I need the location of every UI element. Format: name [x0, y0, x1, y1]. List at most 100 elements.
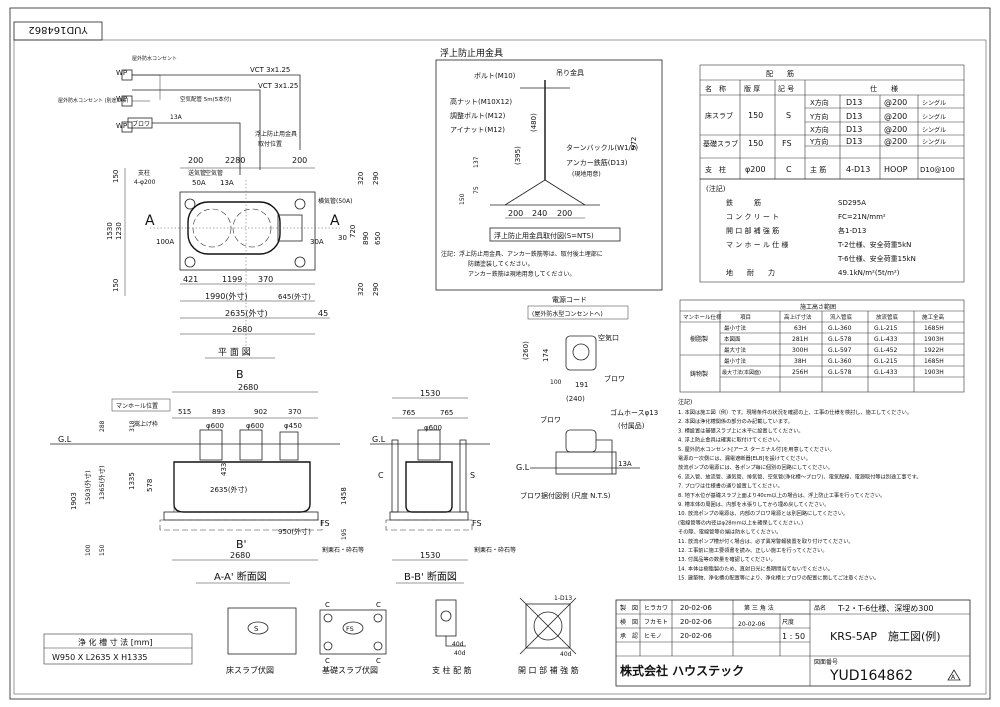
bb-pillar-r [459, 439, 467, 513]
dim-290b: 290 [372, 283, 380, 296]
pillar-bar: 4-D13 [846, 165, 870, 174]
dim-150: 150 [459, 193, 466, 205]
row0-dir2: Y方向 [809, 112, 828, 121]
bi-hose: ゴムホースφ13 [610, 408, 658, 417]
general-notes: 注記) 1. 本図は施工図（例）です。現場条件の状況を確認の上、工事の仕様を検討… [678, 398, 922, 582]
plan-manhole-2 [232, 208, 272, 248]
notes-title: 注記) [678, 398, 692, 406]
general-note-line: 8. 地下水位が基礎スラブ上面より40cm以上の場合は、浮上防止工事を行ってくだ… [678, 491, 885, 499]
dim-30a: 30 [338, 234, 347, 242]
fitting-pos-label: 取付位置 [258, 140, 282, 148]
aa-2680t: 2680 [238, 383, 258, 392]
aa-gravel [159, 519, 323, 531]
outlet-label: 屋外防水コンセント [132, 55, 177, 62]
tb-r2n: フカモト [644, 619, 668, 626]
aa-288: 288 [99, 420, 106, 432]
pipe-50a: 50A [192, 179, 206, 187]
ht-cell: 63H [794, 325, 806, 332]
air-pipe-line [152, 122, 241, 175]
ht-cell: 最大寸法(本図面) [722, 369, 761, 376]
opening-rebar [525, 603, 571, 649]
ht-cell: G.L-452 [874, 347, 898, 354]
rebar-h-name: 名 称 [705, 84, 726, 93]
bb-c: C [378, 471, 384, 480]
ht-cell: G.L-433 [874, 336, 898, 343]
air-port-label: 空気口 [598, 333, 619, 342]
row0-type2: シングル [922, 113, 946, 121]
pillar-thick: φ200 [745, 165, 766, 174]
bv-base-label: 基礎スラブ伏図 [322, 665, 378, 675]
bv-c1: C [325, 601, 330, 609]
row1-dir2: Y方向 [809, 137, 828, 146]
tb-model: KRS-5AP 施工図(例) [830, 629, 941, 643]
dim-1530: 1530 [106, 222, 114, 240]
section-a2-label: A [330, 213, 340, 229]
row1-type2: シングル [922, 138, 946, 146]
row1-type1: シングル [922, 126, 946, 134]
row0-pitch2: @200 [884, 112, 907, 121]
bv-40d-c: 40d [560, 651, 572, 658]
ht-cell: 最小寸法 [724, 324, 747, 332]
aa-100: 100 [85, 544, 92, 556]
dim-174: 174 [542, 348, 550, 362]
spec-title: (注記) [706, 184, 726, 193]
aa-515: 515 [178, 408, 191, 416]
dim-395: (395) [514, 146, 522, 165]
bv-c4: C [376, 657, 381, 665]
ht-cell: G.L-360 [828, 325, 852, 332]
tb-r1n: ヒラカワ [644, 605, 668, 612]
spec-r6v: 49.1kN/m²(5t/m²) [838, 269, 900, 277]
aa-433: 433 [220, 463, 228, 476]
spec-r3v: 各1-D13 [838, 226, 866, 235]
general-note-line: 14. 本体は樹脂製のため、直射日光に長期間当てないでください。 [678, 564, 833, 572]
ht-cell: G.L-578 [828, 336, 852, 343]
wp-2: WP [116, 95, 127, 103]
ht-cell: 本図面 [724, 335, 741, 343]
row0-name: 床スラブ [705, 111, 733, 120]
floor-slab-plan [227, 607, 297, 655]
hanger-label: 吊り金具 [556, 68, 584, 77]
outlet-30a: 30A [310, 238, 324, 246]
plan-slab [179, 191, 316, 271]
size-title: 浄 化 槽 寸 法 [mm] [78, 637, 153, 647]
ht-cell: G.L-215 [874, 325, 898, 332]
dim-650: 650 [374, 232, 382, 245]
row1-name: 基礎スラブ [703, 139, 738, 148]
outlet-to-label: (屋外防水型コンセントへ) [532, 310, 603, 318]
blower-label: ブロワ [132, 120, 150, 128]
ht-h1: 項目 [740, 314, 751, 321]
float-note-2: 防錆塗装してください。 [468, 260, 534, 268]
aa-mh1: φ600 [206, 422, 224, 430]
ht-cell: 1685H [924, 325, 944, 332]
vct-cable-1 [132, 74, 301, 150]
support-qty: 4-φ200 [134, 179, 156, 186]
outlet-blower-fan [572, 343, 590, 361]
row0-type1: シングル [922, 99, 946, 107]
plan-view: WP WP WP 屋外防水コンセント 屋外防水コンセント (別途工事) VCT … [58, 55, 382, 359]
pillar-1 [184, 198, 196, 210]
dim-75: 75 [473, 186, 480, 194]
general-note-line: 6. 流入管、放流管、通気管、排気管、空気管(浄化槽～ブロワ)、電気配線、電源取… [678, 472, 922, 480]
aa-mh3: φ450 [284, 422, 302, 430]
dim-890: 890 [362, 232, 370, 245]
rebar-h-spec: 仕 様 [870, 84, 898, 93]
ht-cell: G.L-578 [828, 369, 852, 376]
bb-765b: 765 [440, 409, 453, 417]
bb-fs: FS [472, 519, 482, 528]
float-note-1: 注記：浮上防止用金具、アンカー鉄筋等は、取付後土埋部に [441, 250, 603, 258]
bi-13a: 13A [618, 460, 632, 468]
float-caption: 浮上防止用金具取付図(S=NTS) [494, 231, 594, 240]
float-caption-box [489, 227, 621, 242]
spec-r1k: 鉄 筋 [726, 198, 761, 207]
bi-attached: (付属品) [618, 421, 645, 430]
float-detail-frame [435, 59, 663, 291]
dim-645: 645(外寸) [278, 292, 311, 301]
dim-2680: 2680 [232, 325, 252, 334]
rebar-h-thick: 版 厚 [744, 84, 760, 93]
dim-720: 720 [349, 225, 357, 238]
general-note-line: 7. ブロワは仕様書の通り設置してください。 [678, 482, 783, 490]
ht-cell: G.L-215 [874, 358, 898, 365]
aa-slab [163, 511, 319, 521]
spec-r3k: 開 口 部 補 強 筋 [726, 226, 779, 235]
bv-floor-label: 床スラブ伏図 [226, 665, 274, 675]
